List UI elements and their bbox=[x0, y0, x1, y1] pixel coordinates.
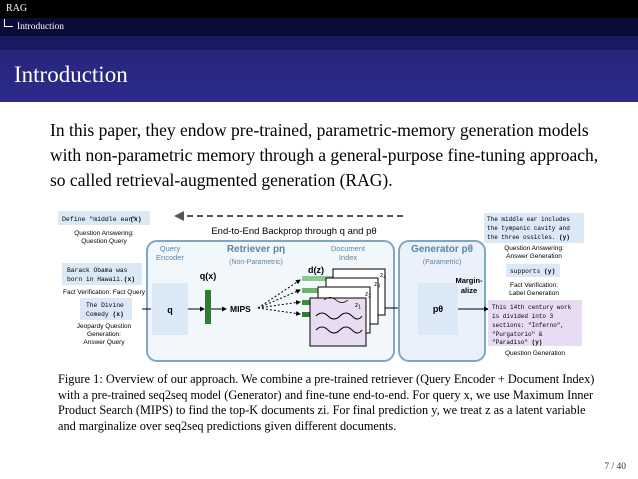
query-encoder-label-2: Encoder bbox=[156, 253, 184, 262]
qx-vector bbox=[205, 290, 211, 324]
output-text-qa-1: The middle ear includes bbox=[487, 216, 570, 223]
output-text-jeopardy-3: sections: "Inferno", bbox=[492, 322, 564, 329]
q-label: q bbox=[167, 305, 173, 315]
output-text-jeopardy-4: "Purgatorio" & bbox=[492, 331, 543, 338]
header-bar: RAG Introduction bbox=[0, 0, 638, 50]
retriever-title: Retriever pη bbox=[227, 244, 285, 255]
marginalize-label-2: alize bbox=[461, 286, 477, 295]
query-label-qa-1: Question Answering: bbox=[74, 230, 134, 237]
output-text-qa-3: the three ossicles. (y) bbox=[487, 234, 570, 241]
generator-box bbox=[418, 283, 458, 335]
figure-caption: Figure 1: Overview of our approach. We c… bbox=[58, 372, 595, 433]
marginalize-label-1: Margin- bbox=[455, 276, 483, 285]
output-label-fact-1: Fact Verification: bbox=[510, 282, 558, 289]
p-theta-label: pθ bbox=[433, 304, 443, 314]
z4-label: z4 bbox=[380, 272, 386, 281]
slide-title: Introduction bbox=[14, 62, 128, 87]
output-label-qa-2: Answer Generation bbox=[506, 253, 562, 260]
output-label-qa-1: Question Answering: bbox=[504, 245, 564, 252]
query-text-fact-1: Barack Obama was bbox=[67, 267, 128, 274]
doc-index-label-1: Document bbox=[331, 244, 366, 253]
output-box-fact bbox=[506, 264, 560, 277]
output-label-jeopardy: Question Generation bbox=[505, 350, 565, 357]
nav-subsection-link[interactable]: Introduction bbox=[4, 19, 64, 32]
intro-paragraph: In this paper, they endow pre-trained, p… bbox=[50, 120, 599, 190]
query-text-qa: Define "middle ear" bbox=[62, 216, 136, 223]
qx-label: q(x) bbox=[200, 271, 217, 281]
query-label-qa-2: Question Query bbox=[81, 238, 127, 245]
rag-overview-figure: End-to-End Backprop through q and pθ Def… bbox=[58, 211, 584, 362]
z3-label: z3 bbox=[374, 281, 380, 290]
query-label-jeopardy-3: Answer Query bbox=[83, 339, 125, 346]
doc-z1 bbox=[309, 297, 367, 347]
output-text-jeopardy-1: This 14th century work bbox=[492, 304, 572, 311]
query-label-jeopardy-2: Generation: bbox=[87, 331, 121, 338]
retriever-subtitle: (Non-Parametric) bbox=[229, 259, 283, 266]
generator-title: Generator pθ bbox=[411, 244, 473, 255]
query-text-fact-2: born in Hawaii.(x) bbox=[67, 276, 135, 283]
query-label-jeopardy-1: Jeopardy Question bbox=[77, 323, 132, 330]
output-box-qa bbox=[484, 213, 584, 243]
query-encoder-box bbox=[152, 283, 188, 335]
nav-section-link[interactable]: RAG bbox=[6, 3, 28, 14]
z1-label: z1 bbox=[355, 302, 361, 311]
query-encoder-label-1: Query bbox=[160, 244, 181, 253]
query-text-jeopardy-2: Comedy (x) bbox=[86, 311, 124, 318]
mips-label: MIPS bbox=[230, 304, 251, 314]
doc-index-label-2: Index bbox=[339, 253, 358, 262]
nav-subsection-label: Introduction bbox=[17, 22, 64, 32]
backprop-label: End-to-End Backprop through q and pθ bbox=[211, 226, 376, 237]
query-box-qa bbox=[58, 211, 150, 225]
output-text-qa-2: the tympanic cavity and bbox=[487, 225, 570, 232]
output-label-fact-2: Label Generation bbox=[509, 290, 559, 297]
output-text-fact: supports (y) bbox=[510, 268, 555, 275]
query-label-fact: Fact Verification: Fact Query bbox=[63, 289, 146, 296]
dz-label: d(z) bbox=[308, 265, 324, 275]
query-text-jeopardy-1: The Divine bbox=[86, 302, 124, 309]
output-text-jeopardy-5: "Paradiso" (y) bbox=[492, 339, 542, 346]
query-box-jeopardy bbox=[80, 298, 132, 320]
query-var-qa: (x) bbox=[130, 216, 142, 223]
page-number: 7 / 40 bbox=[604, 462, 626, 472]
output-text-jeopardy-2: is divided into 3 bbox=[492, 313, 554, 320]
z2-label: z2 bbox=[365, 291, 371, 300]
output-box-jeopardy bbox=[488, 300, 582, 346]
query-box-fact bbox=[62, 263, 142, 285]
generator-subtitle: (Parametric) bbox=[423, 259, 462, 266]
title-bar: Introduction bbox=[0, 50, 638, 102]
